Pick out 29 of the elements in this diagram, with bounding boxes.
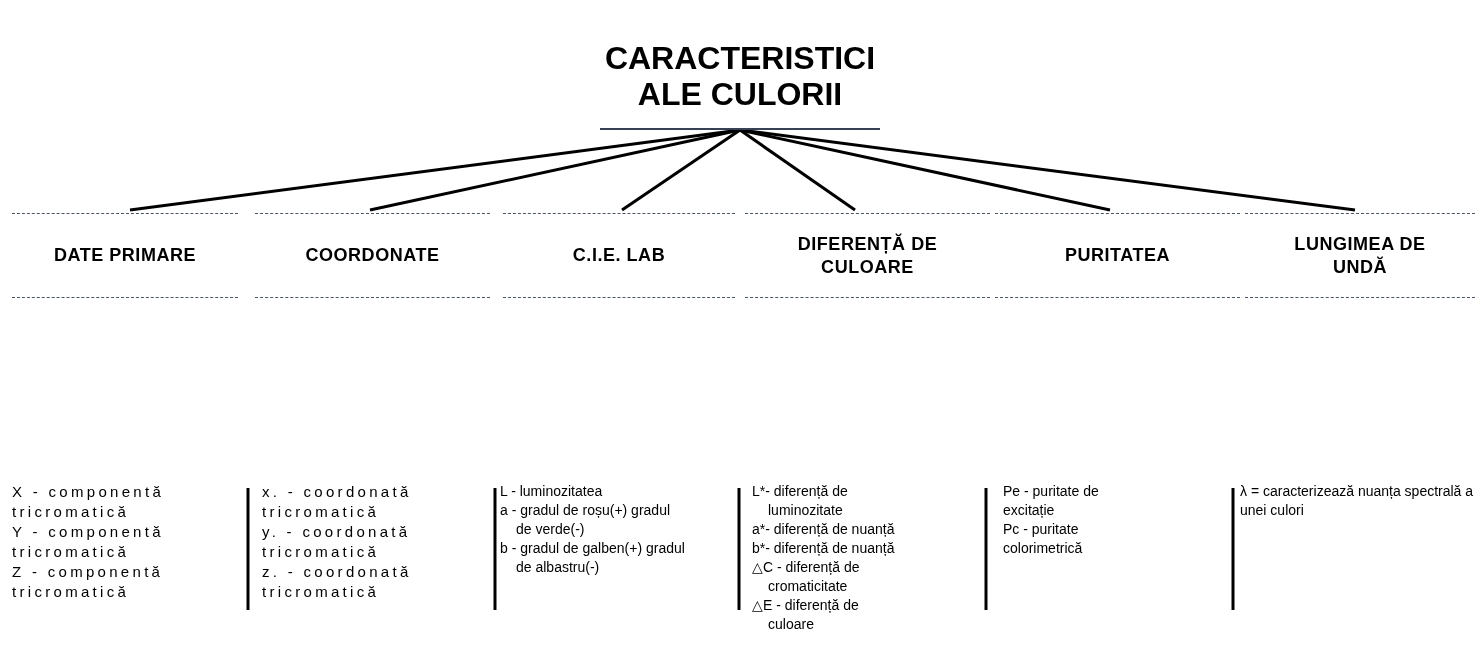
description-text: λ = caracterizează nuanța spectrală a unei culori (1240, 482, 1475, 520)
connector-line (621, 128, 741, 212)
description-text: z. - coordonată tricromatică (262, 562, 413, 602)
category-box (503, 213, 735, 298)
category-label: LUNGIMEA DE UNDĂ (1293, 232, 1427, 279)
description-text: L - luminozitatea (500, 482, 604, 501)
category-box (255, 213, 490, 298)
category-box (995, 213, 1240, 298)
category-label: PURITATEA (1063, 244, 1172, 267)
description-text: △C - diferență de cromaticitate (752, 558, 861, 596)
description-text: a*- diferență de nuanță (752, 520, 896, 539)
category-label: DIFERENȚĂ DE CULOARE (796, 232, 939, 279)
description-text: Pc - puritate colorimetrică (1003, 520, 1084, 558)
description-text: Z - componentă tricromatică (12, 562, 165, 602)
category-box (745, 213, 990, 298)
category-box (12, 213, 238, 298)
description-text: b - gradul de galben(+) gradul de albastru(-) (500, 539, 685, 577)
connector-line (739, 128, 1356, 212)
description-text: Pe - puritate de excitație (1003, 482, 1100, 520)
category-label: C.I.E. LAB (571, 244, 667, 267)
description-text: a - gradul de roșu(+) gradul de verde(-) (500, 501, 672, 539)
title-text: CARACTERISTICI ALE CULORII (603, 40, 877, 112)
description-text: b*- diferență de nuanță (752, 539, 896, 558)
description-text: Y - componentă tricromatică (12, 522, 165, 562)
category-label: DATE PRIMARE (52, 244, 198, 267)
category-box (1245, 213, 1475, 298)
description-text: X - componentă tricromatică (12, 482, 166, 522)
category-label: COORDONATE (304, 244, 441, 267)
description-text: △E - diferență de culoare (752, 596, 860, 634)
